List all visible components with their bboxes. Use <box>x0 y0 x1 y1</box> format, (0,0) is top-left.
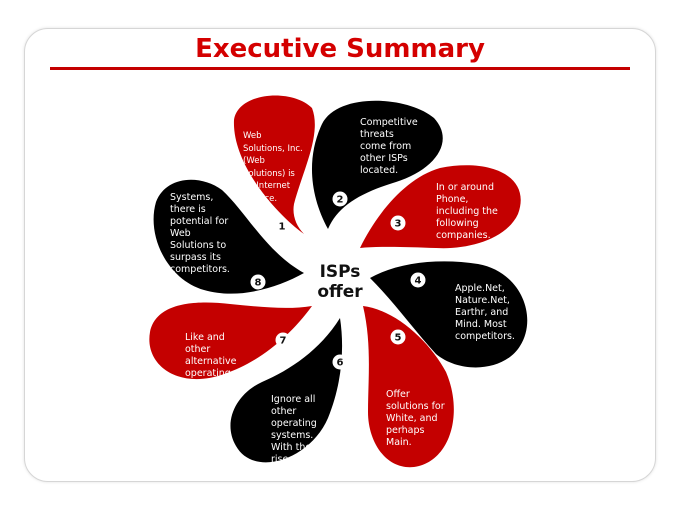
badge-circle <box>275 332 291 348</box>
slide-title: Executive Summary <box>195 34 485 64</box>
badge-number: 4 <box>415 276 422 287</box>
petal-2-text: Competitive threats come from other ISPs… <box>360 117 418 176</box>
badge-circle <box>390 215 406 231</box>
petal-5-text: Offer solutions for White, and perhaps M… <box>386 389 445 448</box>
petal-8-text: Systems, there is potential for Web Solu… <box>170 192 230 275</box>
petal-2-badge: 2 <box>332 191 348 207</box>
petal-3-text: In or around Phone, including the follow… <box>436 182 498 241</box>
badge-circle <box>410 272 426 288</box>
petal-3-badge: 3 <box>390 215 406 231</box>
title-underline <box>50 67 630 70</box>
badge-circle <box>274 218 290 234</box>
petal-1-badge: 1 <box>274 218 290 234</box>
center-label: ISPs offer <box>317 262 363 302</box>
petal-7-badge: 7 <box>275 332 291 348</box>
petal-6-text: Ignore all other operating systems. With… <box>271 394 317 465</box>
badge-number: 8 <box>255 278 262 289</box>
badge-number: 2 <box>337 195 344 206</box>
badge-circle <box>390 329 406 345</box>
petal-7-text: Like and other alternative operating. <box>185 332 237 379</box>
badge-number: 6 <box>337 358 344 369</box>
badge-number: 3 <box>395 219 402 230</box>
petal-1 <box>233 95 315 234</box>
badge-circle <box>332 191 348 207</box>
petal-5-badge: 5 <box>390 329 406 345</box>
petal-4-badge: 4 <box>410 272 426 288</box>
petal-4-text: Apple.Net, Nature.Net, Earthr, and Mind.… <box>455 283 515 342</box>
petal-5 <box>363 306 454 468</box>
petal-1-text: Web Solutions, Inc. (Web Solutions) is a… <box>243 131 303 204</box>
petal-8 <box>153 179 304 294</box>
badge-circle <box>250 274 266 290</box>
petal-7 <box>149 302 312 380</box>
slide-frame <box>24 28 656 482</box>
badge-number: 5 <box>395 333 402 344</box>
badge-number: 1 <box>279 222 286 233</box>
petal-6-badge: 6 <box>332 354 348 370</box>
petal-6 <box>230 318 343 463</box>
badge-circle <box>332 354 348 370</box>
badge-number: 7 <box>280 336 287 347</box>
petal-4 <box>370 261 528 368</box>
petal-8-badge: 8 <box>250 274 266 290</box>
